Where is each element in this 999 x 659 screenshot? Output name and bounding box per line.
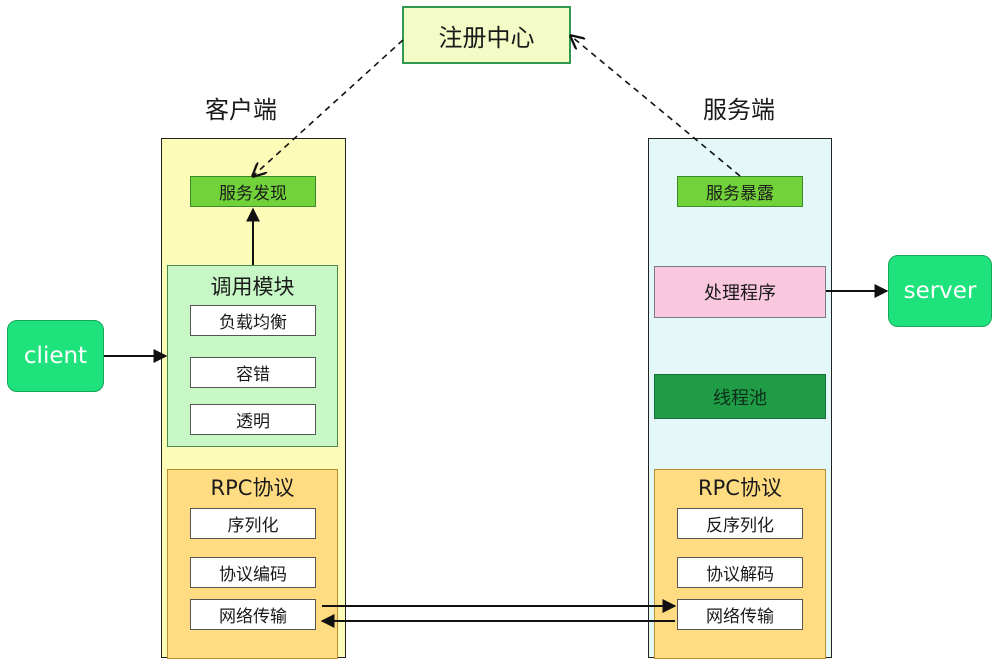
deserialization-box: 反序列化 — [677, 508, 803, 539]
client-node-label: client — [23, 343, 88, 369]
protocol-decoding-label: 协议解码 — [706, 565, 774, 585]
registry-center-box: 注册中心 — [402, 6, 571, 64]
handler-label: 处理程序 — [704, 283, 776, 304]
client-node: client — [7, 320, 104, 392]
service-exposure-box: 服务暴露 — [677, 176, 803, 207]
thread-pool-box: 线程池 — [654, 374, 826, 419]
fault-tolerance-label: 容错 — [236, 365, 270, 385]
serialization-label: 序列化 — [227, 516, 279, 536]
transparency-label: 透明 — [236, 412, 270, 432]
server-node: server — [888, 255, 992, 327]
connector-layer — [104, 0, 889, 628]
service-exposure-label: 服务暴露 — [706, 184, 774, 204]
service-discovery-box: 服务发现 — [190, 176, 316, 207]
protocol-encoding-label: 协议编码 — [219, 565, 287, 585]
server-network-transport-label: 网络传输 — [706, 607, 774, 627]
client-side-heading: 客户端 — [205, 96, 277, 124]
protocol-decoding-box: 协议解码 — [677, 557, 803, 588]
server-rpc-title: RPC协议 — [698, 476, 782, 500]
exposure-to-registry-arrow — [571, 36, 741, 177]
fault-tolerance-box: 容错 — [190, 357, 316, 388]
protocol-encoding-box: 协议编码 — [190, 557, 316, 588]
registry-center-label: 注册中心 — [438, 23, 535, 52]
handler-box: 处理程序 — [654, 266, 826, 318]
registry-to-discovery-arrow — [253, 39, 404, 176]
server-side-heading: 服务端 — [703, 96, 775, 124]
server-network-transport-box: 网络传输 — [677, 599, 803, 630]
thread-pool-label: 线程池 — [713, 387, 767, 409]
client-rpc-title: RPC协议 — [210, 476, 295, 500]
deserialization-label: 反序列化 — [706, 516, 774, 536]
transparency-box: 透明 — [190, 404, 316, 435]
load-balancing-box: 负载均衡 — [190, 305, 316, 336]
serialization-box: 序列化 — [190, 508, 316, 539]
client-network-transport-label: 网络传输 — [219, 607, 287, 627]
service-discovery-label: 服务发现 — [219, 184, 287, 204]
server-node-label: server — [903, 278, 977, 304]
call-module-title: 调用模块 — [210, 275, 295, 299]
load-balancing-label: 负载均衡 — [219, 313, 287, 333]
client-network-transport-box: 网络传输 — [190, 599, 316, 630]
